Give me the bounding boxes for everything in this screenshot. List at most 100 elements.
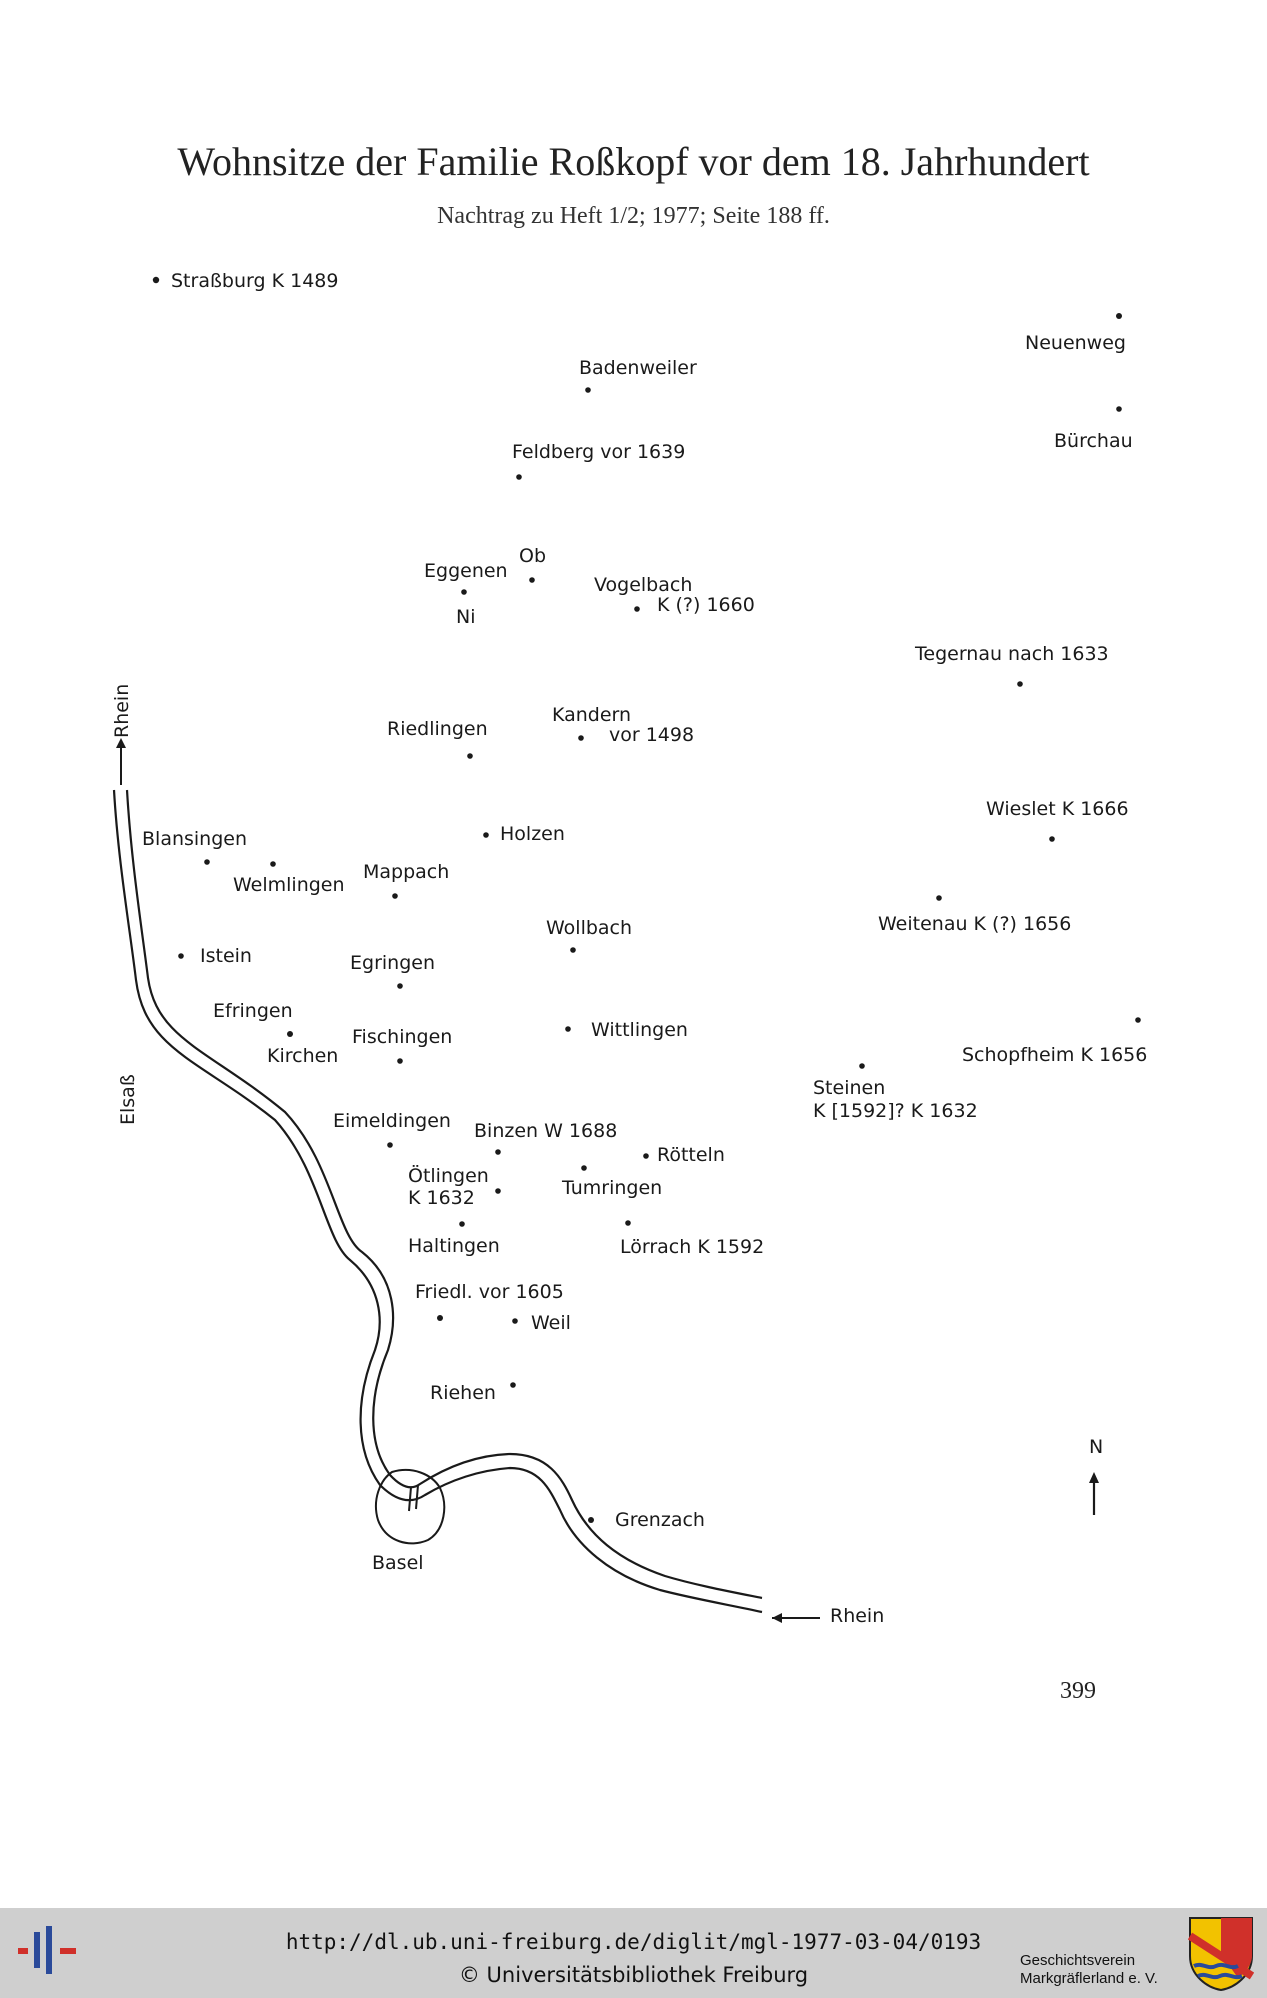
dot-loerrach: [625, 1220, 631, 1226]
dot-riehen: [510, 1382, 516, 1388]
map-canvas: Rhein Elsaß Rhein N: [111, 270, 1147, 1627]
rhein-label-bottom: Rhein: [830, 1605, 884, 1627]
rhine-bank-east: [125, 789, 763, 1600]
dot-blansingen: [204, 859, 210, 865]
society-name-line-2: Markgräflerland e. V.: [1020, 1970, 1158, 1987]
page-number: 399: [1060, 1678, 1096, 1704]
label-steinen: Steinen: [813, 1077, 885, 1099]
dot-haltingen: [459, 1221, 465, 1227]
label-egringen: Egringen: [350, 952, 435, 974]
dot-mappach: [392, 893, 398, 899]
label-oetlingen: Ötlingen: [408, 1164, 489, 1187]
north-arrow: N: [1089, 1436, 1103, 1515]
dot-eggenen-ni: [461, 589, 467, 595]
label-ob: Ob: [519, 545, 546, 567]
rhein-label-top: Rhein: [111, 684, 133, 738]
dot-badenweiler: [585, 387, 591, 393]
dot-istein: [178, 953, 184, 959]
dot-weitenau: [936, 895, 942, 901]
label-feldberg: Feldberg vor 1639: [512, 441, 685, 463]
settlement-dots: [152, 276, 1141, 1523]
dot-egringen: [397, 983, 403, 989]
label-neuenweg: Neuenweg: [1025, 332, 1126, 354]
label-grenzach: Grenzach: [615, 1509, 705, 1531]
label-riehen: Riehen: [430, 1382, 496, 1404]
page-subtitle: Nachtrag zu Heft 1/2; 1977; Seite 188 ff…: [437, 203, 830, 229]
label-schopfheim: Schopfheim K 1656: [962, 1044, 1147, 1066]
dot-wittlingen: [565, 1026, 571, 1032]
dot-neuenweg: [1116, 313, 1122, 319]
label-wittlingen: Wittlingen: [591, 1019, 688, 1041]
dot-wieslet: [1049, 836, 1055, 842]
north-label: N: [1089, 1436, 1103, 1458]
dot-holzen: [483, 832, 489, 838]
rhine-river: [112, 789, 763, 1614]
label-mappach: Mappach: [363, 861, 449, 883]
label-tegernau: Tegernau nach 1633: [914, 643, 1109, 665]
label-oetlingen-k: K 1632: [408, 1187, 475, 1209]
rhine-north-arrow: Rhein: [111, 684, 133, 785]
label-eimeldingen: Eimeldingen: [333, 1110, 451, 1132]
arrowhead: [772, 1613, 782, 1623]
label-buerchau: Bürchau: [1054, 430, 1133, 452]
dot-strassburg: [152, 276, 160, 284]
label-blansingen: Blansingen: [142, 828, 247, 850]
dot-roetteln: [643, 1153, 649, 1159]
elsass-label: Elsaß: [117, 1074, 139, 1125]
dot-weil: [512, 1318, 518, 1324]
label-welmlingen: Welmlingen: [233, 874, 345, 896]
society-name: Geschichtsverein Markgräflerland e. V.: [1020, 1952, 1170, 1988]
dot-welmlingen: [270, 861, 276, 867]
label-badenweiler: Badenweiler: [579, 357, 697, 379]
label-vogelbach-k: K (?) 1660: [657, 594, 755, 616]
label-riedlingen: Riedlingen: [387, 718, 488, 740]
dot-tumringen: [581, 1165, 587, 1171]
label-weitenau: Weitenau K (?) 1656: [878, 913, 1071, 935]
label-wieslet: Wieslet K 1666: [986, 798, 1129, 820]
dot-kandern: [578, 735, 584, 741]
label-efringen: Efringen: [213, 1000, 293, 1022]
dot-eimeldingen: [387, 1142, 393, 1148]
basel-bridge-2: [415, 1484, 419, 1510]
label-tumringen: Tumringen: [561, 1177, 662, 1199]
dot-kirchen: [287, 1031, 293, 1037]
footer-bar: [0, 1908, 1267, 1998]
basel-bridge-1: [408, 1486, 412, 1512]
label-weil: Weil: [531, 1312, 571, 1334]
dot-friedlingen: [437, 1315, 443, 1321]
footer-url[interactable]: http://dl.ub.uni-freiburg.de/diglit/mgl-…: [285, 1930, 982, 1954]
dot-buerchau: [1116, 406, 1122, 412]
dot-vogelbach: [634, 606, 640, 612]
label-basel: Basel: [372, 1552, 424, 1574]
label-kandern-vor: vor 1498: [609, 724, 694, 746]
dot-binzen: [495, 1149, 501, 1155]
footer-copyright: © Universitätsbibliothek Freiburg: [458, 1963, 809, 1987]
label-haltingen: Haltingen: [408, 1235, 500, 1257]
coat-of-arms-icon: [1188, 1917, 1254, 1992]
place-labels: Straßburg K 1489 Neuenweg Badenweiler Bü…: [142, 270, 1147, 1574]
label-holzen: Holzen: [500, 823, 565, 845]
dot-wollbach: [570, 947, 576, 953]
label-roetteln: Rötteln: [657, 1144, 725, 1166]
label-friedlingen: Friedl. vor 1605: [415, 1281, 564, 1303]
label-binzen: Binzen W 1688: [474, 1120, 617, 1142]
label-loerrach: Lörrach K 1592: [620, 1236, 764, 1258]
dot-grenzach: [588, 1517, 594, 1523]
label-istein: Istein: [200, 945, 252, 967]
dot-oetlingen: [495, 1188, 501, 1194]
rhine-bank-west: [112, 789, 763, 1614]
north-arrowhead: [1089, 1472, 1099, 1483]
label-eggenen: Eggenen: [424, 560, 508, 582]
university-library-logo-icon: [18, 1926, 76, 1974]
dot-schopfheim: [1135, 1017, 1141, 1023]
label-steinen-k: K [1592]? K 1632: [813, 1100, 978, 1122]
society-name-line-1: Geschichtsverein: [1020, 1952, 1136, 1969]
dot-eggenen-ob: [529, 577, 535, 583]
label-wollbach: Wollbach: [546, 917, 632, 939]
dot-steinen: [859, 1063, 865, 1069]
label-strassburg: Straßburg K 1489: [171, 270, 338, 292]
basel-outline: [374, 1469, 446, 1545]
label-kandern: Kandern: [552, 704, 631, 726]
dot-riedlingen: [467, 753, 473, 759]
arrowhead: [116, 738, 126, 748]
